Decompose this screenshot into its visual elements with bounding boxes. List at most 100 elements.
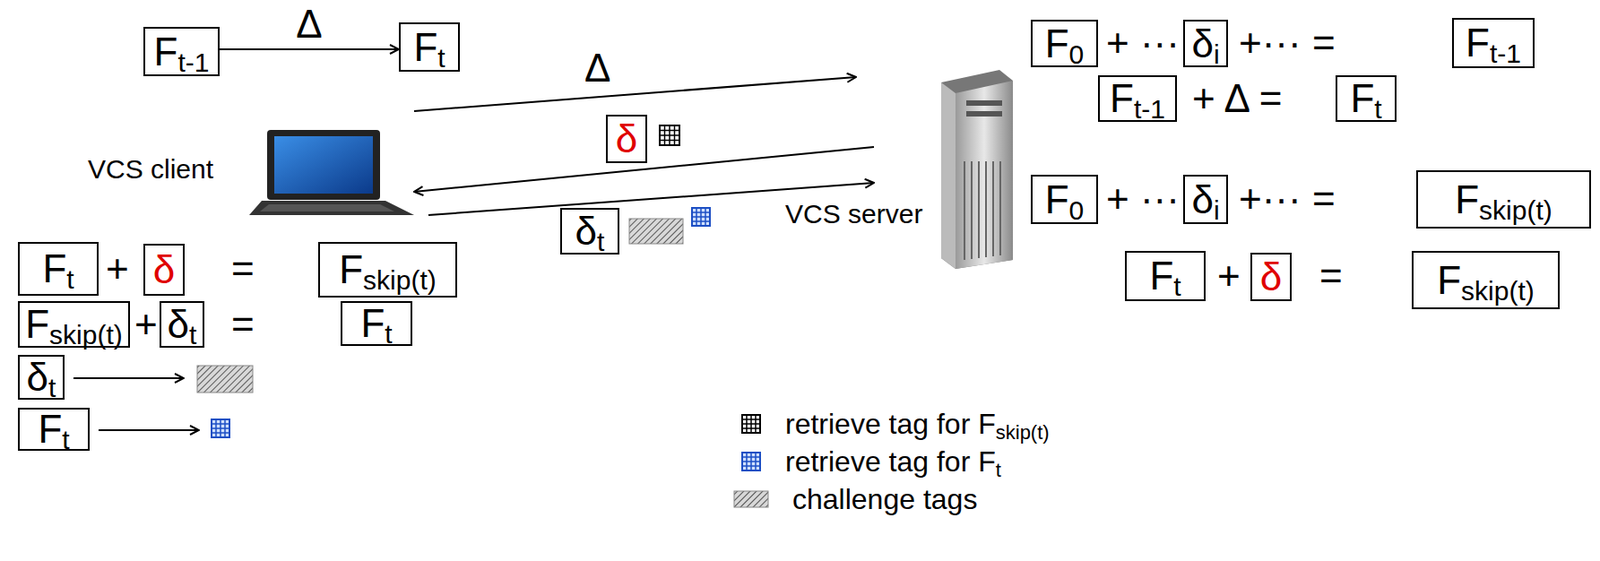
subscript-text: t-1 <box>177 49 209 77</box>
legend-swatch <box>733 488 770 511</box>
icon-line <box>691 220 710 223</box>
subscript-text: t <box>437 44 445 72</box>
formula-box: Ft <box>1335 75 1397 122</box>
legend-text: retrieve tag for F <box>785 407 996 442</box>
text-label: +··· = <box>1238 177 1336 221</box>
text-label: + <box>134 302 158 346</box>
symbol-text: δ <box>1260 257 1283 297</box>
symbol-text: δ <box>26 357 50 398</box>
formula-box: δ <box>143 243 185 296</box>
text-label: VCS server <box>785 198 923 229</box>
legend-row: challenge tags <box>733 480 1050 519</box>
formula-box: δt <box>159 301 205 348</box>
text-label: = <box>231 247 255 291</box>
blue-grid-icon <box>211 419 230 438</box>
text-label: + <box>1217 254 1241 298</box>
symbol-text: F <box>1465 23 1490 63</box>
symbol-text: F <box>1149 256 1174 296</box>
subscript-text: skip(t) <box>1478 197 1553 225</box>
formula-box: Ft <box>17 242 99 296</box>
icon-line <box>659 134 680 137</box>
symbol-text: F <box>1045 180 1070 220</box>
subscript-text: t <box>596 228 605 256</box>
symbol-text: F <box>25 304 50 345</box>
formula-box: Ft <box>1124 250 1206 302</box>
formula-box: δt <box>560 207 620 255</box>
icon-frame <box>742 452 761 471</box>
text-label: +··· = <box>1238 21 1336 65</box>
legend: retrieve tag for Fskip(t)retrieve tag fo… <box>740 405 1050 519</box>
icon-line <box>224 419 226 438</box>
subscript-text: t <box>66 266 74 294</box>
subscript-text: t-1 <box>1133 95 1166 123</box>
text-label: Δ <box>584 46 611 90</box>
formula-box: Ft-1 <box>1452 17 1535 69</box>
formula-box: Ft <box>17 407 90 451</box>
subscript-text: t <box>1173 273 1181 301</box>
formula-box: δi <box>1183 19 1229 68</box>
icon-line <box>691 216 710 218</box>
subscript-text: skip(t) <box>1461 277 1535 305</box>
formula-box: δt <box>17 354 65 400</box>
symbol-text: F <box>1109 78 1134 119</box>
subscript-text: t-1 <box>1489 40 1522 68</box>
text-label: + ··· <box>1106 177 1180 221</box>
symbol-text: δ <box>615 119 639 159</box>
blue-grid-icon <box>742 452 761 471</box>
laptop-illustration <box>249 129 415 216</box>
icon-line <box>704 207 707 226</box>
symbol-text: F <box>37 409 62 450</box>
formula-box: Fskip(t) <box>1416 170 1592 229</box>
formula-box: Ft <box>398 22 460 72</box>
symbol-text: δ <box>1191 24 1214 64</box>
formula-box: Ft-1 <box>143 26 220 77</box>
server-illustration <box>941 69 1013 269</box>
hatch-icon <box>734 491 769 508</box>
subscript-text: skip(t) <box>363 267 437 295</box>
symbol-text: δ <box>153 250 176 290</box>
formula-box: δ <box>1250 252 1292 302</box>
hatch-icon <box>197 365 253 393</box>
icon-line <box>211 427 230 430</box>
formula-box: F0 <box>1030 19 1099 68</box>
formula-box: δi <box>1183 174 1229 225</box>
formula-box: Ft <box>340 301 413 346</box>
symbol-text: δ <box>575 211 598 251</box>
subscript-text: i <box>1213 41 1220 69</box>
subscript-text: t <box>189 321 197 349</box>
icon-line <box>674 125 676 146</box>
subscript-text: i <box>1213 197 1220 225</box>
legend-swatch <box>740 450 762 473</box>
formula-box: Fskip(t) <box>17 301 130 348</box>
text-label: = <box>231 302 255 346</box>
subscript-text: t <box>61 426 70 454</box>
formula-box: Fskip(t) <box>1411 250 1560 310</box>
icon-line <box>742 423 761 425</box>
icon-line <box>754 415 757 433</box>
text-label: = <box>1319 254 1343 298</box>
connector-arrow <box>219 48 399 51</box>
symbol-text: δ <box>167 304 191 345</box>
icon-line <box>211 432 230 434</box>
icon-line <box>659 139 680 142</box>
icon-frame <box>211 419 230 438</box>
symbol-text: F <box>1349 78 1375 119</box>
subscript-text: t <box>1374 95 1382 123</box>
symbol-text: F <box>42 249 67 289</box>
legend-text: challenge tags <box>792 483 978 517</box>
subscript-text: 0 <box>1069 197 1085 225</box>
subscript-text: skip(t) <box>49 321 123 349</box>
symbol-text: F <box>1045 24 1070 64</box>
subscript-text: 0 <box>1069 41 1085 69</box>
symbol-text: F <box>413 27 438 68</box>
icon-line <box>742 460 761 463</box>
tag-icons <box>197 125 710 438</box>
symbol-text: F <box>338 250 364 290</box>
formula-box: Fskip(t) <box>318 242 458 298</box>
text-label: + <box>105 247 130 291</box>
symbol-text: δ <box>1191 180 1214 220</box>
subscript-text: t <box>48 374 56 402</box>
formula-box: F0 <box>1030 174 1099 225</box>
text-label: + Δ = <box>1192 77 1282 121</box>
